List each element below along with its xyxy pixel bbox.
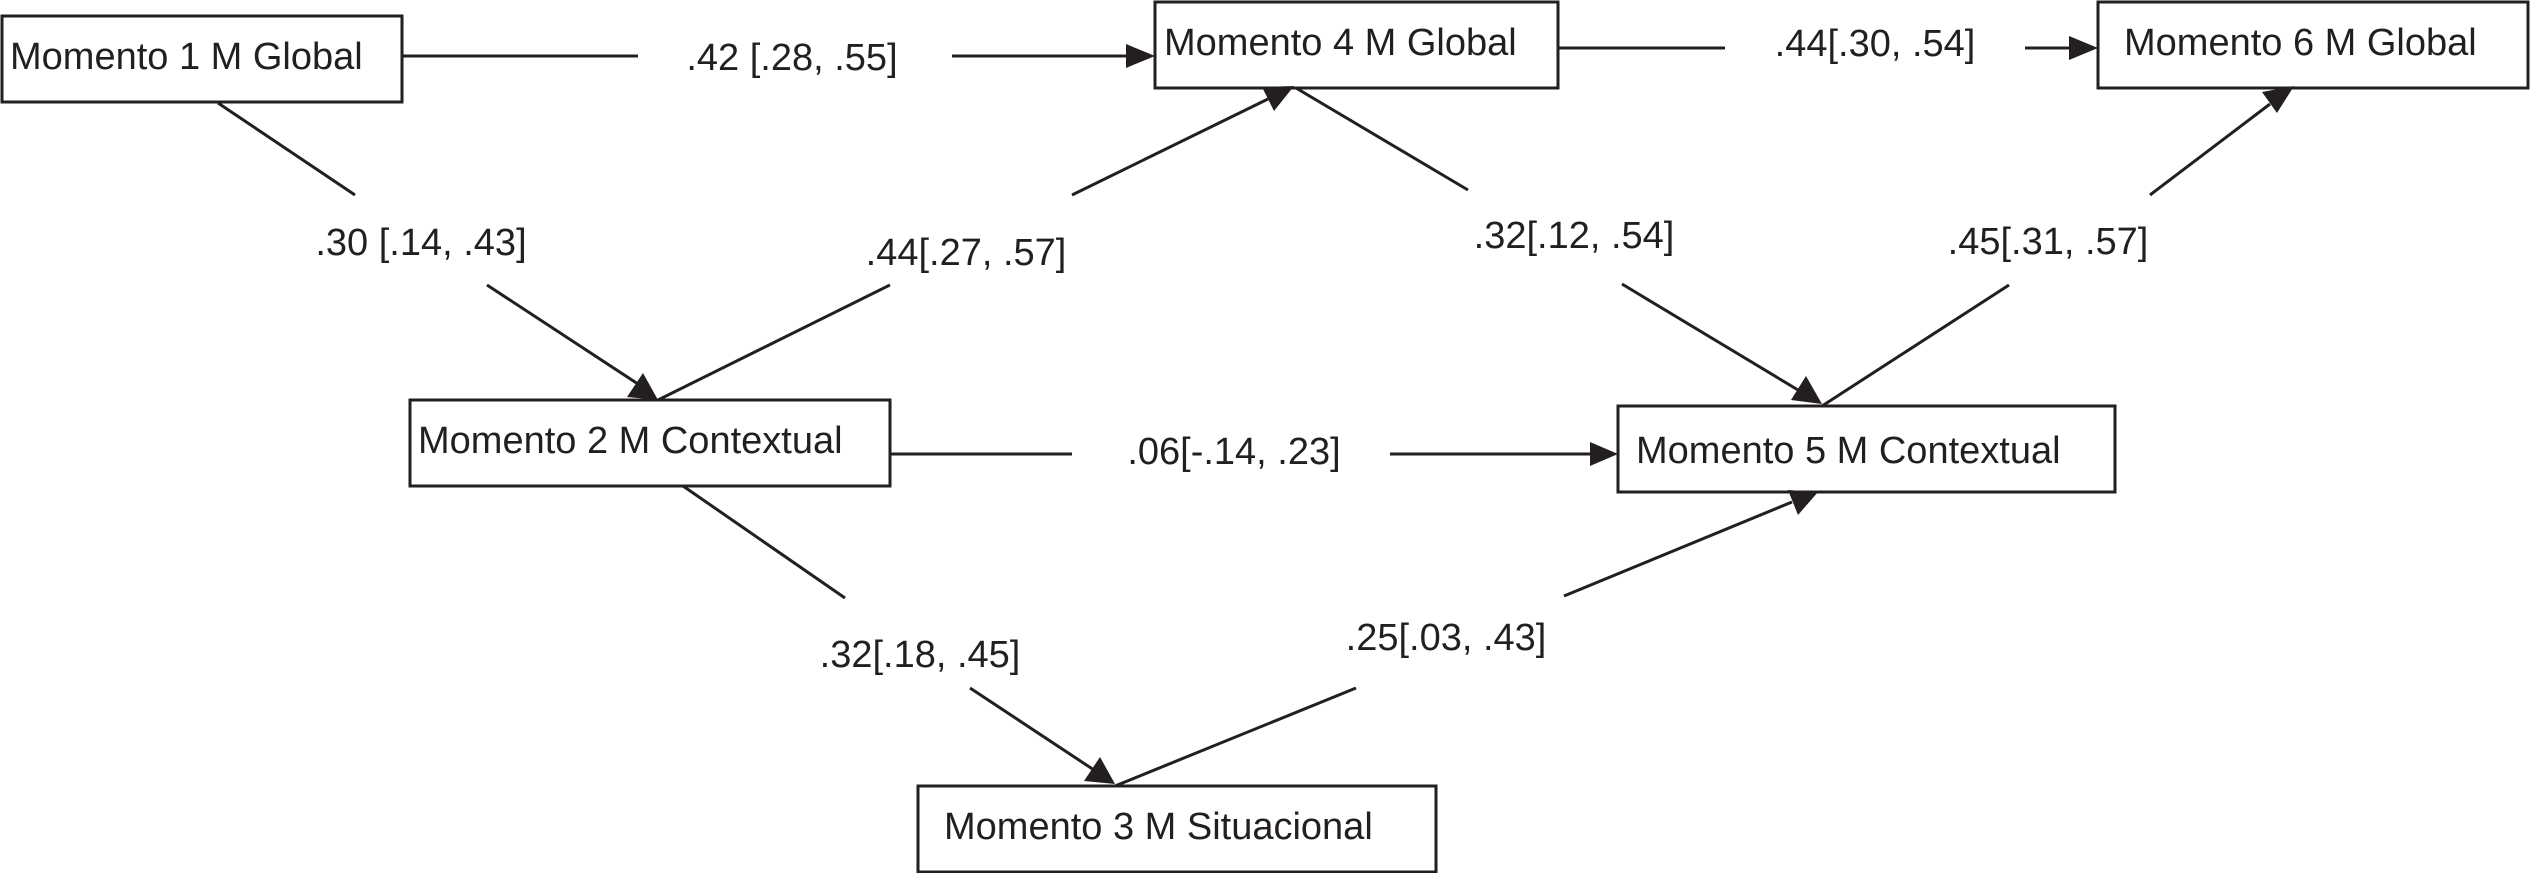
edge-m5-m6: .45[.31, .57] bbox=[1821, 86, 2294, 408]
node-momento-1: Momento 1 M Global bbox=[0, 14, 404, 104]
edge-m2-m4: .44[.27, .57] bbox=[657, 86, 1294, 402]
node-box bbox=[2096, 0, 2530, 90]
edge-line bbox=[1563, 500, 1793, 598]
node-box bbox=[1153, 0, 1560, 90]
edge-label: .44[.30, .54] bbox=[1775, 23, 1976, 65]
node-momento-4: Momento 4 M Global bbox=[1153, 0, 1560, 90]
arrowhead bbox=[1791, 376, 1822, 404]
node-label: Momento 3 M Situacional bbox=[944, 806, 1373, 848]
arrowhead bbox=[627, 373, 658, 400]
edge-m1-m2: .30 [.14, .43] bbox=[217, 101, 658, 400]
arrowhead bbox=[2069, 36, 2098, 60]
node-momento-6: Momento 6 M Global bbox=[2096, 0, 2530, 90]
edge-m4-m5: .32[.12, .54] bbox=[1295, 86, 1822, 404]
node-box bbox=[0, 14, 404, 104]
edge-label: .32[.18, .45] bbox=[820, 634, 1021, 676]
edge-label: .45[.31, .57] bbox=[1948, 221, 2149, 263]
edge-line bbox=[217, 101, 356, 197]
edge-label: .25[.03, .43] bbox=[1346, 617, 1547, 659]
edge-label: .30 [.14, .43] bbox=[315, 222, 526, 264]
edge-line bbox=[657, 283, 891, 402]
node-label: Momento 5 M Contextual bbox=[1636, 430, 2061, 472]
edge-line bbox=[1114, 686, 1357, 788]
node-label: Momento 1 M Global bbox=[10, 36, 363, 78]
edge-m2-m3: .32[.18, .45] bbox=[682, 484, 1115, 784]
node-momento-3: Momento 3 M Situacional bbox=[916, 784, 1438, 873]
edge-line bbox=[2149, 102, 2271, 197]
arrowhead bbox=[1262, 86, 1294, 111]
edge-m1-m4: .42 [.28, .55] bbox=[402, 37, 1155, 79]
edge-m3-m5: .25[.03, .43] bbox=[1114, 490, 1818, 788]
edge-line bbox=[1071, 97, 1269, 197]
edge-line bbox=[1295, 86, 1469, 192]
edge-label: .32[.12, .54] bbox=[1474, 215, 1675, 257]
arrowhead bbox=[1590, 442, 1618, 466]
edge-m2-m5: .06[-.14, .23] bbox=[890, 431, 1618, 473]
node-momento-5: Momento 5 M Contextual bbox=[1616, 404, 2117, 494]
node-momento-2: Momento 2 M Contextual bbox=[408, 398, 892, 488]
node-box bbox=[408, 398, 892, 488]
edge-line bbox=[682, 484, 846, 600]
arrowhead bbox=[1788, 490, 1818, 515]
edge-line bbox=[969, 686, 1095, 772]
node-label: Momento 4 M Global bbox=[1164, 22, 1517, 64]
edge-label: .44[.27, .57] bbox=[866, 232, 1067, 274]
arrowhead bbox=[2262, 86, 2294, 113]
edge-label: .06[-.14, .23] bbox=[1127, 431, 1340, 473]
edge-label: .42 [.28, .55] bbox=[686, 37, 897, 79]
arrowhead bbox=[1126, 44, 1155, 68]
node-box bbox=[916, 784, 1438, 873]
edge-line bbox=[1821, 283, 2010, 408]
node-box bbox=[1616, 404, 2117, 494]
arrowhead bbox=[1084, 757, 1115, 784]
node-label: Momento 2 M Contextual bbox=[418, 420, 843, 462]
edge-m4-m6: .44[.30, .54] bbox=[1558, 23, 2098, 65]
node-label: Momento 6 M Global bbox=[2124, 22, 2477, 64]
edge-line bbox=[1621, 282, 1799, 392]
edge-line bbox=[486, 283, 639, 386]
